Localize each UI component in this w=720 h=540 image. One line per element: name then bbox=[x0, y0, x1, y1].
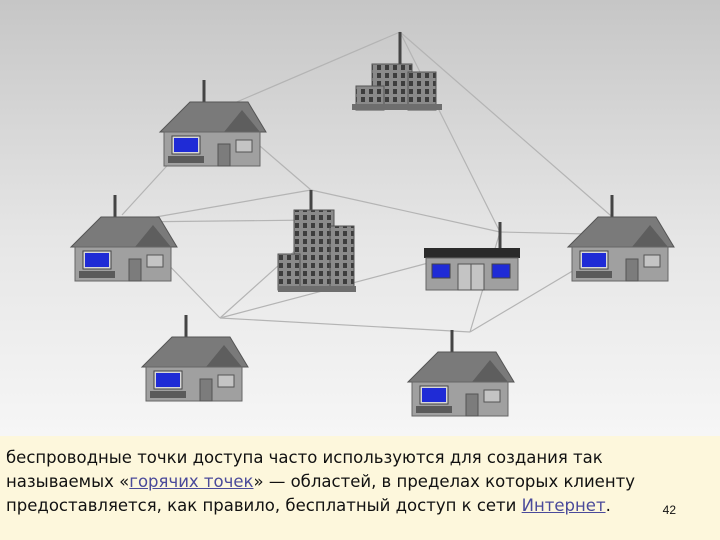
internet-link[interactable]: Интернет bbox=[522, 496, 606, 515]
caption-line-2-post: » — областей, в пределах которых клиенту bbox=[254, 472, 636, 491]
caption-line-3: предоставляется, как правило, бесплатный… bbox=[6, 494, 712, 518]
caption-line-2: называемых «горячих точек» — областей, в… bbox=[6, 470, 712, 494]
hotspots-link[interactable]: горячих точек bbox=[129, 472, 253, 491]
page-number: 42 bbox=[663, 498, 676, 522]
caption-line-1: беспроводные точки доступа часто использ… bbox=[6, 446, 712, 470]
network-diagram bbox=[0, 0, 720, 436]
caption-line-3-pre: предоставляется, как правило, бесплатный… bbox=[6, 496, 522, 515]
caption-line-2-pre: называемых « bbox=[6, 472, 129, 491]
caption-line-3-post: . bbox=[606, 496, 611, 515]
caption: беспроводные точки доступа часто использ… bbox=[0, 436, 720, 540]
